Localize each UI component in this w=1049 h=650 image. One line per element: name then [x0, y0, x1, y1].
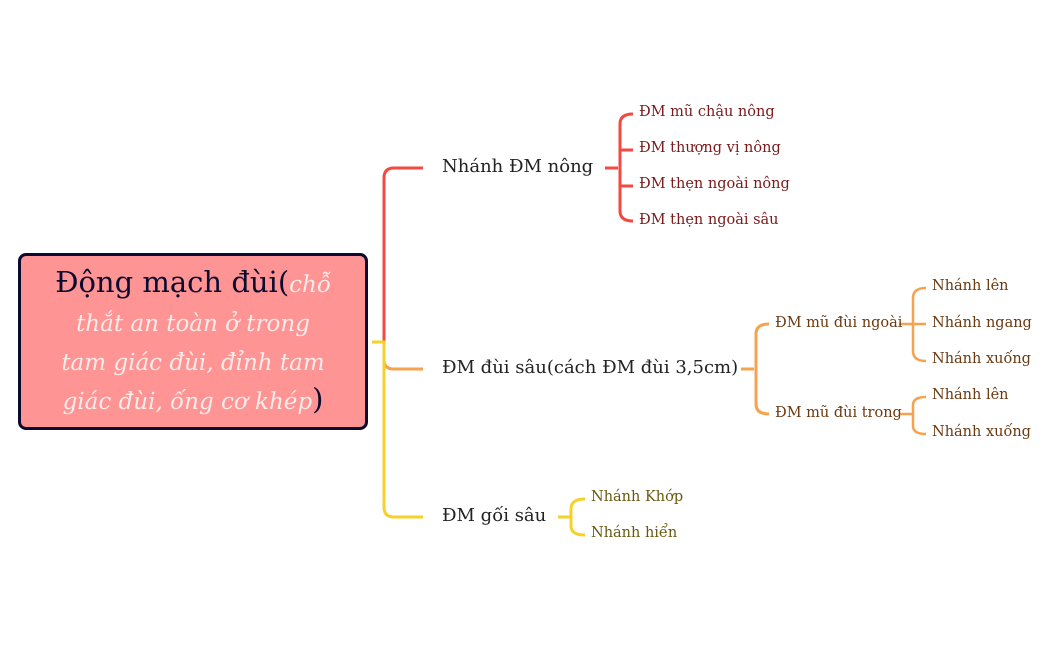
root-close-paren: )	[312, 381, 324, 416]
node-lateral-transverse[interactable]: Nhánh ngang	[932, 315, 1032, 331]
branch-deep-femoral[interactable]: ĐM đùi sâu(cách ĐM đùi 3,5cm)	[442, 357, 739, 378]
node-medial-ascending[interactable]: Nhánh lên	[932, 387, 1009, 403]
root-note: chỗ thắt an toàn ở trong tam giác đùi, đ…	[61, 271, 331, 415]
node-deep-external-pudendal[interactable]: ĐM thẹn ngoài sâu	[639, 212, 779, 228]
branch-superficial[interactable]: Nhánh ĐM nông	[442, 156, 594, 177]
node-saphenous-branch[interactable]: Nhánh hiển	[591, 525, 678, 541]
node-medial-descending[interactable]: Nhánh xuống	[932, 424, 1031, 440]
branch-descending-genicular[interactable]: ĐM gối sâu	[442, 505, 547, 526]
root-text: Động mạch đùi(chỗ thắt an toàn ở trong t…	[51, 264, 335, 420]
node-superficial-external-pudendal[interactable]: ĐM thẹn ngoài nông	[639, 176, 790, 192]
root-node[interactable]: Động mạch đùi(chỗ thắt an toàn ở trong t…	[18, 253, 368, 430]
node-lateral-descending[interactable]: Nhánh xuống	[932, 351, 1031, 367]
node-medial-circumflex[interactable]: ĐM mũ đùi trong	[775, 405, 902, 421]
node-superficial-epigastric[interactable]: ĐM thượng vị nông	[639, 140, 781, 156]
node-lateral-ascending[interactable]: Nhánh lên	[932, 278, 1009, 294]
node-superficial-circumflex-iliac[interactable]: ĐM mũ chậu nông	[639, 104, 775, 120]
node-articular-branch[interactable]: Nhánh Khớp	[591, 489, 684, 505]
node-lateral-circumflex[interactable]: ĐM mũ đùi ngoài	[775, 315, 903, 331]
root-title: Động mạch đùi(	[55, 264, 290, 299]
